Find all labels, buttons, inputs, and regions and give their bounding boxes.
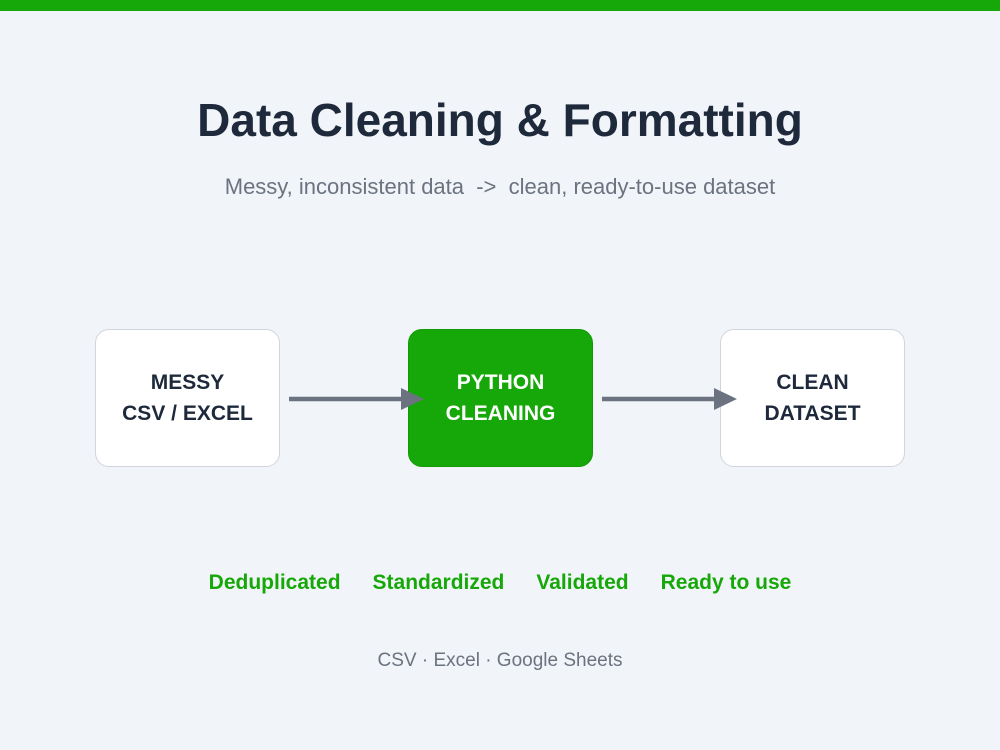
node-label-line-1: PYTHON	[456, 371, 545, 394]
supported-formats-footer: CSV · Excel · Google Sheets	[377, 650, 623, 671]
feature-list: Deduplicated Standardized Validated Read…	[0, 570, 1000, 596]
feature-item: Deduplicated	[208, 571, 341, 594]
node-label-line-2: DATASET	[764, 402, 861, 425]
page-title: Data Cleaning & Formatting	[197, 94, 803, 146]
arrow-source-to-process	[289, 388, 424, 410]
node-python-cleaning: PYTHON CLEANING	[408, 329, 593, 467]
node-label-line-1: MESSY	[150, 371, 225, 394]
top-accent-bar	[0, 0, 1000, 11]
feature-item: Validated	[536, 571, 629, 594]
node-clean-dataset: CLEAN DATASET	[720, 329, 905, 467]
node-messy-source: MESSY CSV / EXCEL	[95, 329, 280, 467]
arrow-process-to-output	[602, 388, 737, 410]
node-label-line-2: CLEANING	[445, 402, 556, 425]
page-subtitle: Messy, inconsistent data -> clean, ready…	[224, 174, 776, 199]
feature-item: Standardized	[372, 571, 505, 594]
feature-item: Ready to use	[660, 571, 792, 594]
node-label-line-2: CSV / EXCEL	[122, 402, 253, 425]
node-label-line-1: CLEAN	[776, 371, 849, 394]
